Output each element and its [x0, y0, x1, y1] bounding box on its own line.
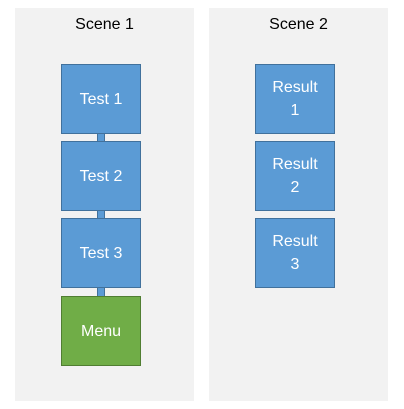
- scene-2-panel: Scene 2 Result 1 Result 2 Result 3: [209, 8, 388, 401]
- scene-1-panel: Scene 1 Test 1 Test 2 Test 3 Menu: [15, 8, 194, 401]
- menu-box[interactable]: Menu: [61, 296, 141, 366]
- result-1-box[interactable]: Result 1: [255, 64, 335, 134]
- test-1-label: Test 1: [79, 90, 123, 108]
- test-2-box[interactable]: Test 2: [61, 141, 141, 211]
- result-2-label: Result 2: [272, 156, 318, 196]
- result-2-box[interactable]: Result 2: [255, 141, 335, 211]
- test-3-label: Test 3: [79, 244, 123, 262]
- result-3-box[interactable]: Result 3: [255, 218, 335, 288]
- connector-2-3: [97, 211, 105, 219]
- menu-label: Menu: [80, 322, 122, 340]
- test-2-label: Test 2: [79, 167, 123, 185]
- scene-1-title: Scene 1: [75, 16, 134, 33]
- test-3-box[interactable]: Test 3: [61, 218, 141, 288]
- result-3-label: Result 3: [272, 233, 318, 273]
- result-1-label: Result 1: [272, 79, 318, 119]
- connector-1-2: [97, 134, 105, 142]
- scene-2-title: Scene 2: [269, 16, 328, 33]
- test-1-box[interactable]: Test 1: [61, 64, 141, 134]
- connector-3-menu: [97, 288, 105, 296]
